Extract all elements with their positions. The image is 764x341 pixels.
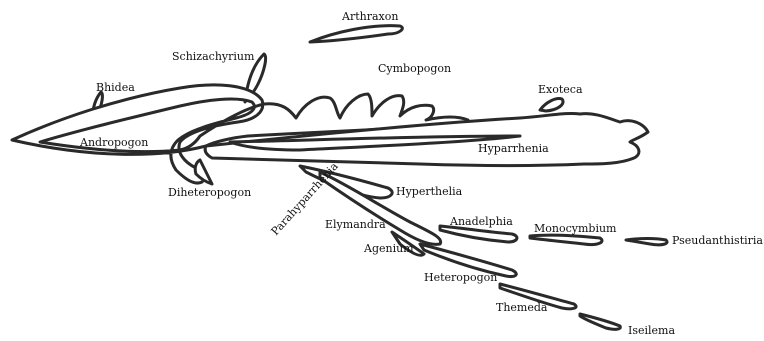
anadelphia-branch	[440, 226, 517, 242]
label-themeda: Themeda	[496, 301, 548, 314]
label-schizachyrium: Schizachyrium	[172, 50, 255, 63]
label-agenium: Agenium	[363, 242, 414, 255]
iseilema-branch	[580, 314, 620, 329]
arthraxon-branch	[310, 26, 402, 42]
label-bhidea: Bhidea	[96, 81, 135, 94]
label-arthraxon: Arthraxon	[341, 10, 398, 23]
label-hyperthelia: Hyperthelia	[396, 185, 463, 198]
label-elymandra: Elymandra	[325, 218, 386, 231]
elymandra-branch	[320, 172, 441, 244]
pseudanthistiria-branch	[626, 239, 667, 245]
label-anadelphia: Anadelphia	[449, 215, 513, 228]
label-hyparrhenia: Hyparrhenia	[478, 142, 549, 155]
exoteca-branch	[540, 99, 563, 111]
label-cymbopogon: Cymbopogon	[378, 62, 451, 75]
label-diheteropogon: Diheteropogon	[168, 186, 251, 199]
label-heteropogon: Heteropogon	[424, 271, 497, 284]
label-pseudanthistiria: Pseudanthistiria	[672, 234, 763, 247]
label-andropogon: Andropogon	[79, 136, 148, 149]
label-exoteca: Exoteca	[538, 83, 583, 96]
label-monocymbium: Monocymbium	[534, 222, 617, 235]
label-iseilema: Iseilema	[628, 324, 675, 337]
monocymbium-branch	[530, 235, 602, 244]
